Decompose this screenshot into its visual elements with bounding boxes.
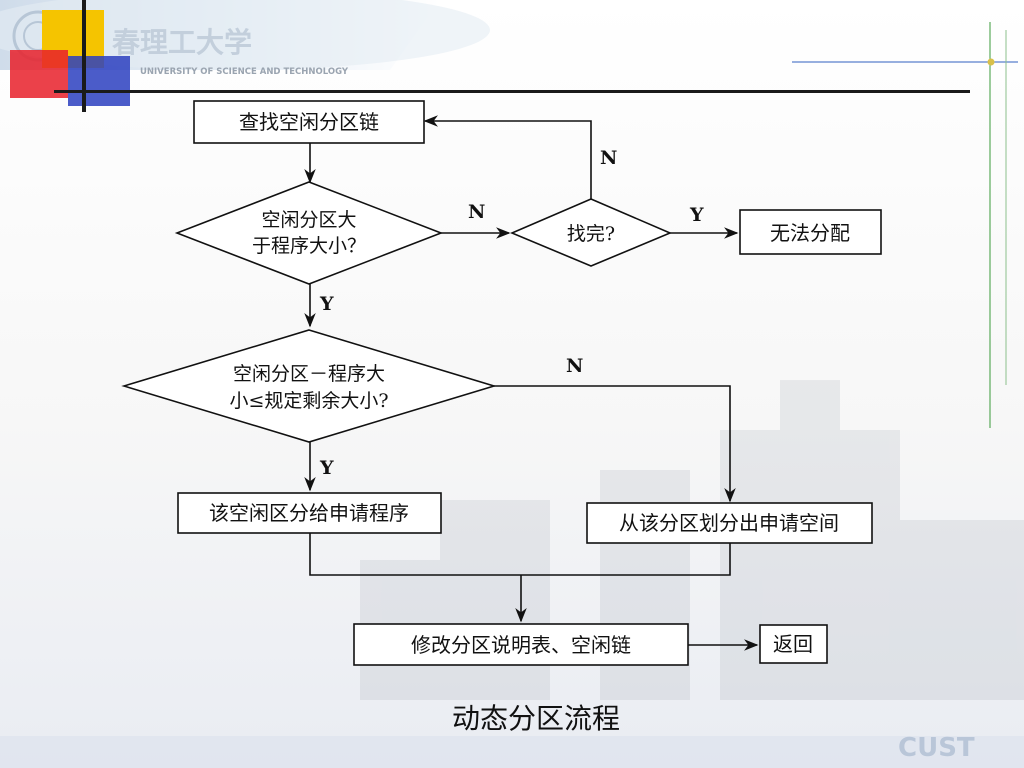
building-watermark bbox=[360, 380, 1024, 700]
node-found-all bbox=[509, 198, 673, 267]
edge-label-remaining-no: N bbox=[566, 355, 583, 377]
node-return bbox=[759, 624, 828, 664]
footer: CUST bbox=[0, 733, 1024, 768]
node-check-remaining-label-2: 小≤规定剩余大小? bbox=[229, 390, 388, 412]
node-return-label: 返回 bbox=[773, 632, 813, 656]
header-glow bbox=[0, 0, 490, 70]
edge-split-to-merge bbox=[521, 543, 731, 576]
edge-label-foundall-no: N bbox=[600, 147, 617, 169]
node-cannot-allocate bbox=[739, 209, 882, 255]
edge-assign-to-merge bbox=[309, 533, 521, 576]
logo-blue-square bbox=[68, 56, 130, 106]
flowchart bbox=[121, 100, 882, 666]
node-assign-whole-label: 该空闲区分给申请程序 bbox=[209, 501, 409, 525]
edge-remaining-to-split bbox=[494, 385, 736, 503]
header: 春理工大学 UNIVERSITY OF SCIENCE AND TECHNOLO… bbox=[0, 0, 1018, 428]
node-find-free-chain bbox=[193, 100, 425, 144]
edge-label-size-no: N bbox=[468, 201, 485, 223]
footer-band bbox=[0, 736, 1024, 768]
accent-dot-icon bbox=[987, 58, 995, 66]
node-split-partition bbox=[586, 502, 873, 544]
node-assign-whole bbox=[177, 492, 442, 534]
node-update-tables-label: 修改分区说明表、空闲链 bbox=[411, 633, 631, 657]
university-name-cn: 春理工大学 bbox=[112, 26, 252, 59]
node-update-tables bbox=[353, 623, 689, 666]
edge-label-remaining-yes: Y bbox=[319, 457, 334, 479]
node-check-remaining-label-1: 空闲分区－程序大 bbox=[233, 363, 385, 385]
node-cannot-allocate-label: 无法分配 bbox=[770, 221, 850, 245]
node-check-remaining bbox=[121, 329, 497, 443]
diagram-caption: 动态分区流程 bbox=[452, 702, 620, 735]
edge-label-size-yes: Y bbox=[319, 293, 334, 315]
footer-logo: CUST bbox=[898, 733, 975, 763]
node-find-free-chain-label: 查找空闲分区链 bbox=[239, 110, 379, 134]
node-split-partition-label: 从该分区划分出申请空间 bbox=[619, 511, 839, 535]
header-rule bbox=[54, 90, 970, 93]
university-name-en: UNIVERSITY OF SCIENCE AND TECHNOLOGY bbox=[140, 67, 349, 77]
edge-label-foundall-yes: Y bbox=[689, 204, 704, 226]
edge-foundall-loopback bbox=[423, 115, 592, 199]
node-check-size-label-1: 空闲分区大 bbox=[261, 209, 356, 231]
node-found-all-label: 找完? bbox=[567, 223, 615, 245]
node-check-size-label-2: 于程序大小？ bbox=[252, 235, 366, 257]
logo-vertical-bar bbox=[82, 0, 86, 112]
node-check-size bbox=[174, 181, 444, 285]
